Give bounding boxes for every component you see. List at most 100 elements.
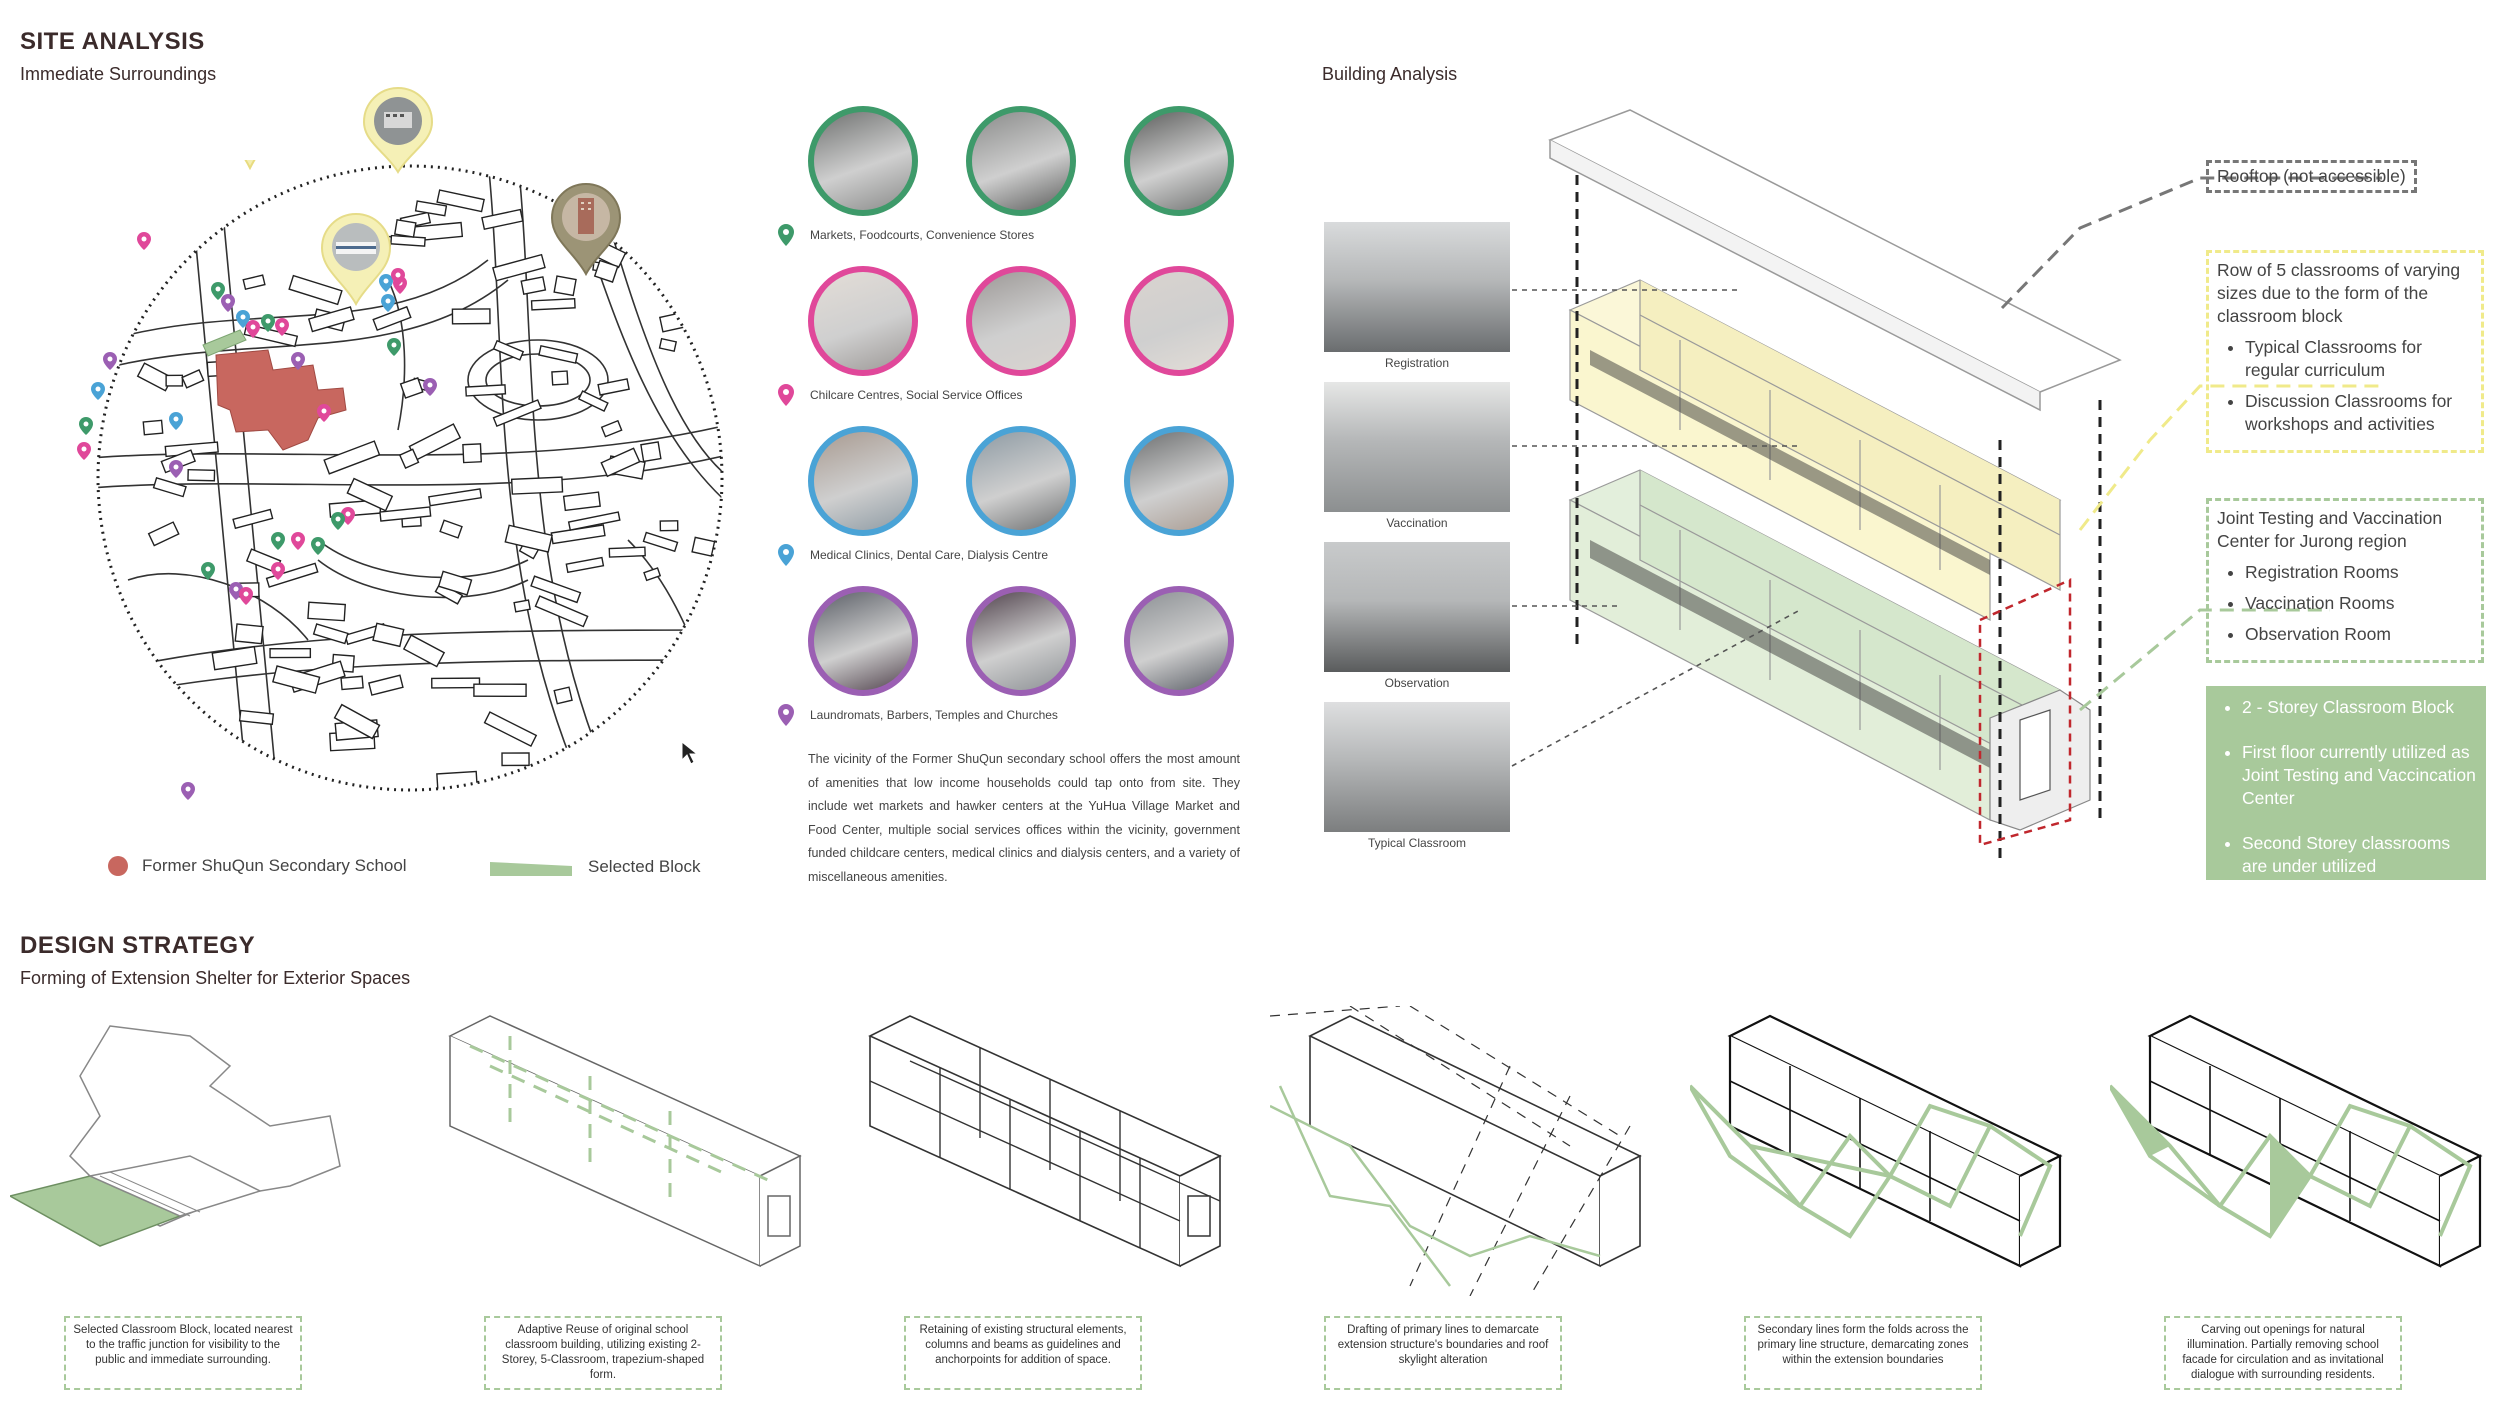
- note-classrooms-text: Row of 5 classrooms of varying sizes due…: [2217, 260, 2461, 326]
- amenity-pins: [77, 232, 437, 800]
- legend-label-selected-block: Selected Block: [588, 857, 701, 876]
- section-title-site-analysis: SITE ANALYSIS: [20, 28, 205, 55]
- map-pin-icon: [169, 412, 183, 430]
- map-pin-icon: [381, 294, 395, 312]
- building-photo-caption: Registration: [1384, 356, 1450, 370]
- amenity-photo: [966, 266, 1076, 376]
- building-blocks: [136, 189, 716, 790]
- summary-item: First floor currently utilized as Joint …: [2242, 741, 2476, 810]
- section-title-design-strategy: DESIGN STRATEGY: [20, 932, 256, 959]
- legend-label-school: Former ShuQun Secondary School: [142, 856, 407, 875]
- note-rooftop: Rooftop (not accessible): [2206, 160, 2417, 193]
- strategy-diagram: [430, 1006, 830, 1296]
- amenity-category: Chilcare Centres, Social Service Offices: [778, 384, 1023, 406]
- map-pin-icon: [261, 314, 275, 332]
- amenity-photo: [1124, 426, 1234, 536]
- map-pin-icon: [103, 352, 117, 370]
- map-pin-icon: [317, 404, 331, 422]
- note-testing-center-item: Registration Rooms: [2245, 561, 2473, 584]
- map-pin-icon: [275, 318, 289, 336]
- amenity-photo: [808, 106, 918, 216]
- map-pin-icon: [778, 224, 794, 246]
- building-photo-caption: Typical Classroom: [1367, 836, 1467, 850]
- amenity-category-label: Laundromats, Barbers, Temples and Church…: [810, 708, 1058, 722]
- map-pin-icon: [246, 320, 260, 338]
- building-photo: [1324, 702, 1510, 832]
- map-pin-icon: [91, 382, 105, 400]
- map-photo-marker-east: [548, 180, 624, 276]
- strategy-step-caption: Secondary lines form the folds across th…: [1744, 1316, 1982, 1390]
- amenities-description: The vicinity of the Former ShuQun second…: [808, 752, 1240, 884]
- building-photo-caption: Vaccination: [1386, 516, 1448, 530]
- map-pin-icon: [271, 532, 285, 550]
- amenity-category: Medical Clinics, Dental Care, Dialysis C…: [778, 544, 1048, 566]
- legend-swatch-school: [108, 856, 128, 876]
- cursor-icon: [680, 740, 702, 766]
- note-classrooms-item: Discussion Classrooms for workshops and …: [2245, 390, 2473, 436]
- legend-swatch-selected-block: [490, 862, 572, 876]
- strategy-diagram: [1690, 1006, 2090, 1296]
- map-pin-icon: [181, 782, 195, 800]
- amenity-photo: [966, 106, 1076, 216]
- amenity-photo: [1124, 266, 1234, 376]
- map-pin-icon: [211, 282, 225, 300]
- note-rooftop-text: Rooftop (not accessible): [2217, 166, 2406, 186]
- map-pin-icon: [137, 232, 151, 250]
- map-pin-icon: [778, 704, 794, 726]
- map-photo-marker-north: [360, 84, 436, 174]
- site-map: [68, 160, 748, 800]
- amenity-photo: [966, 586, 1076, 696]
- amenity-photo: [808, 426, 918, 536]
- map-pin-icon: [291, 352, 305, 370]
- note-testing-center-item: Vaccination Rooms: [2245, 592, 2473, 615]
- building-photo-caption: Observation: [1384, 676, 1450, 690]
- map-pin-icon: [271, 562, 285, 580]
- map-pin-icon: [77, 442, 91, 460]
- strategy-diagram: [850, 1006, 1250, 1296]
- map-pin-icon: [291, 532, 305, 550]
- strategy-diagram: [2110, 1006, 2500, 1296]
- section-subtitle-extension-shelter: Forming of Extension Shelter for Exterio…: [20, 968, 411, 988]
- photo-marker-1: [244, 160, 256, 171]
- map-pin-icon: [423, 378, 437, 396]
- map-pin-icon: [201, 562, 215, 580]
- map-photo-marker-school: [318, 210, 394, 306]
- strategy-step-caption: Drafting of primary lines to demarcate e…: [1324, 1316, 1562, 1390]
- legend-selected-block: Selected Block: [488, 856, 700, 878]
- amenity-photo: [966, 426, 1076, 536]
- building-photo: [1324, 222, 1510, 352]
- selected-block-footprint: [202, 329, 247, 357]
- amenity-category-label: Chilcare Centres, Social Service Offices: [810, 388, 1023, 402]
- section-subtitle-surroundings: Immediate Surroundings: [20, 64, 217, 84]
- former-school-footprint: [215, 349, 347, 451]
- map-pin-icon: [239, 587, 253, 605]
- note-testing-center: Joint Testing and Vaccination Center for…: [2206, 498, 2484, 663]
- note-classrooms-item: Typical Classrooms for regular curriculu…: [2245, 336, 2473, 382]
- summary-item: 2 - Storey Classroom Block: [2242, 696, 2476, 719]
- amenity-photo: [1124, 586, 1234, 696]
- map-pin-icon: [379, 274, 393, 292]
- note-classrooms: Row of 5 classrooms of varying sizes due…: [2206, 250, 2484, 453]
- amenity-category-label: Medical Clinics, Dental Care, Dialysis C…: [810, 548, 1049, 562]
- amenity-category-label: Markets, Foodcourts, Convenience Stores: [810, 228, 1035, 242]
- map-pin-icon: [391, 268, 405, 286]
- strategy-diagram: [10, 1006, 410, 1296]
- amenity-category: Laundromats, Barbers, Temples and Church…: [778, 704, 1058, 726]
- map-pin-icon: [169, 460, 183, 478]
- amenity-photo: [808, 586, 918, 696]
- building-photo: [1324, 542, 1510, 672]
- note-testing-center-text: Joint Testing and Vaccination Center for…: [2217, 508, 2443, 551]
- note-testing-center-item: Observation Room: [2245, 623, 2473, 646]
- building-summary-box: 2 - Storey Classroom Block First floor c…: [2206, 686, 2486, 880]
- map-pin-icon: [778, 544, 794, 566]
- map-pin-icon: [236, 310, 250, 328]
- amenity-photo: [1124, 106, 1234, 216]
- amenity-category: Markets, Foodcourts, Convenience Stores: [778, 224, 1034, 246]
- map-pin-icon: [79, 417, 93, 435]
- strategy-diagram: [1270, 1006, 1670, 1296]
- strategy-step-caption: Adaptive Reuse of original school classr…: [484, 1316, 722, 1390]
- strategy-step-caption: Selected Classroom Block, located neares…: [64, 1316, 302, 1390]
- legend-school: Former ShuQun Secondary School: [108, 856, 407, 876]
- map-pin-icon: [331, 512, 345, 530]
- strategy-step-caption: Retaining of existing structural element…: [904, 1316, 1142, 1390]
